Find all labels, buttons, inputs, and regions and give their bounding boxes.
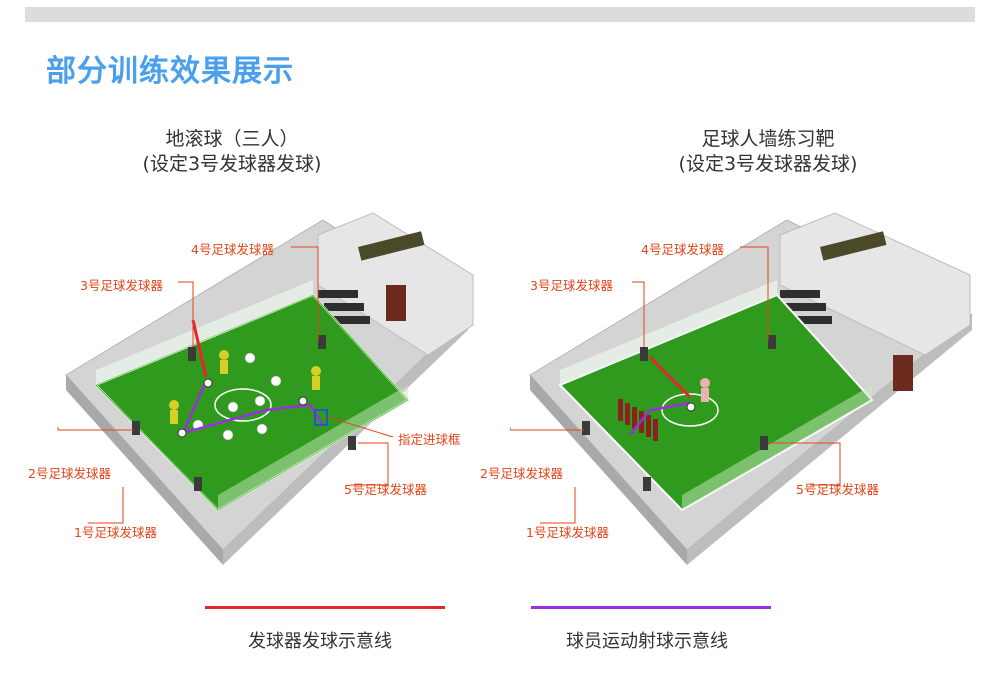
legend-player-label: 球员运动射球示意线 [566, 631, 728, 652]
caption-left-line2: (设定3号发球器发球) [142, 153, 322, 175]
label-serve-machine-3: 3号足球发球器 [80, 278, 163, 293]
training-scene-right: 4号足球发球器 3号足球发球器 2号足球发球器 1号足球发球器 5号足球发球器 [480, 195, 980, 565]
caption-right-line1: 足球人墙练习靶 [701, 128, 835, 150]
scene-right-illustration [510, 212, 973, 565]
top-bar [25, 7, 975, 22]
label-serve-machine-2: 2号足球发球器 [480, 466, 563, 481]
scene-left-illustration [57, 212, 474, 565]
legend-serve-line [205, 606, 445, 609]
target-goal [314, 409, 328, 426]
players [700, 378, 710, 402]
center-circle [661, 393, 719, 427]
spectator-seats [318, 290, 370, 324]
building-front-wall [530, 375, 687, 565]
label-serve-machine-4: 4号足球发球器 [191, 242, 274, 257]
fence-front [218, 385, 408, 510]
label-serve-machine-5: 5号足球发球器 [344, 482, 427, 497]
caption-right-line2: (设定3号发球器发球) [678, 153, 858, 175]
label-serve-machine-5: 5号足球发球器 [796, 482, 879, 497]
caption-left: 地滚球（三人） (设定3号发球器发球) [62, 127, 402, 177]
annex-sign [820, 231, 887, 261]
callout-lines [57, 246, 394, 524]
fence-front [682, 385, 872, 510]
center-circle [214, 388, 272, 422]
page-title: 部分训练效果展示 [46, 54, 294, 89]
fence-back [96, 280, 313, 385]
annex-door [386, 285, 406, 321]
label-serve-machine-3: 3号足球发球器 [530, 278, 613, 293]
serve-machines [132, 335, 356, 491]
annex-sign [358, 231, 425, 261]
label-serve-machine-4: 4号足球发球器 [641, 242, 724, 257]
annex-door [893, 355, 913, 391]
footballs [177, 378, 308, 438]
legend-player-line [531, 606, 771, 609]
label-target-goal: 指定进球框 [398, 432, 461, 447]
caption-right: 足球人墙练习靶 (设定3号发球器发球) [598, 127, 938, 177]
serve-machines [582, 335, 776, 491]
caption-left-line1: 地滚球（三人） [165, 128, 299, 150]
callout-lines [510, 246, 841, 524]
fence-back [560, 280, 777, 385]
spectator-seats [780, 290, 832, 324]
label-serve-machine-1: 1号足球发球器 [74, 525, 157, 540]
building-front-wall [66, 375, 223, 565]
building-side-wall [223, 315, 468, 565]
label-serve-machine-1: 1号足球发球器 [526, 525, 609, 540]
players [169, 350, 321, 424]
serve-line [191, 319, 208, 378]
football [686, 402, 696, 412]
player-path-line [629, 401, 691, 436]
label-serve-machine-2: 2号足球发球器 [28, 466, 111, 481]
legend-serve-label: 发球器发球示意线 [248, 631, 392, 652]
serve-line [648, 355, 692, 399]
training-scene-left: 4号足球发球器 3号足球发球器 2号足球发球器 1号足球发球器 5号足球发球器 … [28, 195, 498, 565]
